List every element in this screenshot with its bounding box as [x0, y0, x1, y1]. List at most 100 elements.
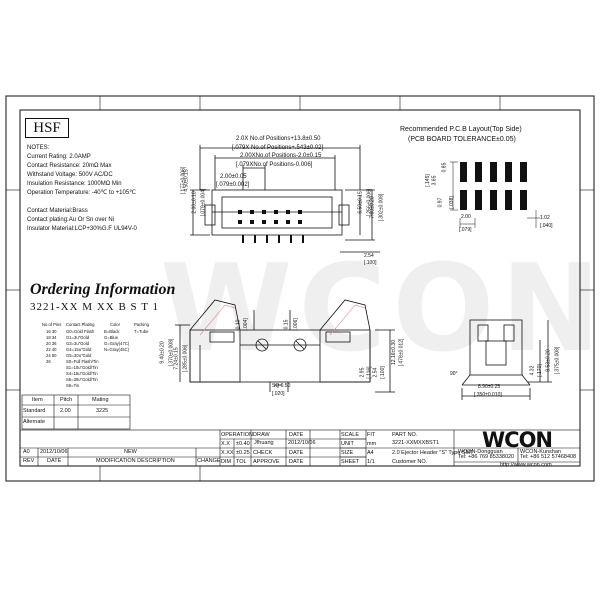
date-header: DATE: [47, 458, 62, 464]
plating-option: G3=3u"Gold: [66, 341, 90, 346]
dongguan-info: WCON-Dongguan: [458, 449, 503, 455]
mating-header: Mating: [92, 397, 109, 403]
scale-label: SCALE: [341, 432, 360, 438]
pcb-layout-title: Recommended P.C.B Layout(Top Side): [400, 126, 522, 133]
size-label: SIZE: [341, 450, 354, 456]
end-dim: 8.90±0.25: [478, 384, 501, 390]
change-header: CHANGE: [197, 458, 221, 464]
end-dim: [.375±0.008]: [554, 346, 561, 375]
dim-total-width-inch: [.302±0.008]: [378, 193, 385, 222]
color-option: G=Gray(47C): [104, 341, 130, 346]
dim-total-width: 7.60±0.20: [369, 196, 376, 219]
side-dim: 9.40±0.20: [159, 341, 166, 364]
dim-overall-length-inch: [.079X No.of Positions+.543±0.02]: [232, 145, 324, 151]
plating-option: G4=15u"Gold: [66, 347, 92, 352]
sheet-value: 1/1: [367, 459, 375, 465]
drawn-by: Jfhuang: [254, 440, 274, 446]
unit-value: mm: [367, 441, 377, 447]
kunshan-info: WCON-Kunshan: [520, 449, 561, 455]
pcb-tolerance: (PCB BOARD TOLERANCE±0.05): [408, 136, 516, 143]
pitch-value: 2.00: [60, 408, 71, 414]
title-value: 2.0 Ejector Header "S" Type SMT: [392, 450, 474, 456]
end-dim: [.170]: [536, 364, 543, 377]
side-dim: 0.15: [283, 319, 290, 330]
notes-line: Operation Temperature: -40℃ to +105℃: [27, 190, 136, 196]
customer-no-label: Customer NO.: [392, 459, 428, 465]
packing-option: T=Tube: [134, 329, 149, 334]
pcb-dim: [.079]: [459, 227, 472, 233]
dim-pitch-inch: [.079±0.002]: [216, 182, 250, 188]
plating-label: Contact Plating: [66, 322, 95, 327]
notes-line: Current Rating: 2.0AMP: [27, 154, 91, 160]
side-dim: 12.16±0.30: [391, 340, 397, 365]
pin-option: 18 34: [46, 335, 57, 340]
tol-dim: DIM: [221, 459, 232, 465]
pin-option: 24 50: [46, 353, 57, 358]
plating-option: G0=Gold Flash: [66, 329, 95, 334]
side-dim: [.006]: [292, 318, 299, 331]
operation-label: OPERATION: [221, 432, 253, 438]
pcb-dim: 2.00: [461, 214, 471, 220]
side-dim: [.004]: [242, 318, 249, 331]
notes-line: NOTES:: [27, 145, 50, 151]
dim-pitch: 2.00±0.05: [220, 174, 247, 180]
pcb-dim: 0.85: [441, 162, 448, 173]
plating-option: S4=15u"Gold/Tin: [66, 371, 98, 376]
dim-body-width: 6.50±0.15: [357, 191, 364, 214]
unit-label: UNIT: [341, 441, 354, 447]
notes-line: Insulation Resistance: 1000MΩ Min: [27, 181, 122, 187]
rev-date: 2012/10/06: [40, 449, 68, 455]
tol-xxx: X.XX: [221, 450, 234, 456]
pcb-dim: [.038]: [448, 196, 455, 209]
pcb-dim: 0.97: [437, 197, 444, 208]
rev-value: A0: [23, 449, 30, 455]
dongguan-info: Tel: +86 769 85338020: [458, 454, 515, 460]
dim-row-length-inch: [.079XNo.of Positions-0.006]: [236, 162, 313, 168]
pin-option: 16 30: [46, 329, 57, 334]
side-dim: [.478±0.012]: [398, 338, 405, 367]
tol-xxx-val: ±0.25: [236, 450, 250, 456]
notes-line: Contact Material:Brass: [27, 208, 88, 214]
side-dim: 7.24±0.15: [173, 347, 180, 370]
sheet-label: SHEET: [341, 459, 360, 465]
plating-option: G5=30u"Gold: [66, 353, 92, 358]
pcb-dim: [.145]: [424, 174, 431, 187]
pin-option: 20 36: [46, 341, 57, 346]
dim-2.54: 2.54: [364, 253, 374, 259]
pcb-dim: [.040]: [540, 223, 553, 229]
dim-row-length: 2.00XNo.of Positions-2.0±0.15: [240, 153, 322, 159]
plating-option: S0=Full Flash/Tin: [66, 359, 99, 364]
pcb-dim: 1.02: [540, 215, 550, 221]
side-dim: 0.10: [235, 319, 242, 330]
pcb-dim: 3.65: [431, 175, 438, 186]
notes-line: Insulator Material:LCP+30%G.F UL94V-0: [27, 226, 137, 232]
tol-xx-val: ±0.40: [236, 441, 250, 447]
pitch-header: Pitch: [60, 397, 73, 403]
plating-option: G1=3u"Gold: [66, 335, 90, 340]
color-option: B=Black: [104, 329, 120, 334]
color-option: G=Blue: [104, 335, 119, 340]
kunshan-info: Tel: +86 512 57468408: [520, 454, 577, 460]
draw-label: DRAW: [253, 432, 270, 438]
tol-tol: TOL: [236, 459, 247, 465]
part-no-label: PART NO.: [392, 432, 418, 438]
notes-line: Contact plating:Au Or Sn over Ni: [27, 217, 115, 223]
item-alternate: Alternate: [23, 419, 46, 425]
ordering-title: Ordering Information: [30, 281, 176, 298]
scale-value: FIT: [367, 432, 376, 438]
pin-option: 26: [46, 359, 51, 364]
side-dim: 2.54: [372, 367, 379, 378]
item-standard: Standard: [23, 408, 46, 414]
side-dim: 2.95: [359, 367, 366, 378]
date-label: DATE: [289, 459, 304, 465]
rev-header: REV: [23, 458, 35, 464]
plating-option: S5=30u"Gold/Tin: [66, 377, 98, 382]
check-label: CHECK: [253, 450, 273, 456]
dim-row-pitch-inch: [.079±0.004]: [200, 188, 207, 217]
end-dim: 90°: [450, 371, 458, 377]
item-header: Item: [32, 397, 43, 403]
side-dim: [.020]: [272, 391, 285, 397]
side-dim: [.285±0.006]: [182, 344, 189, 373]
rev-description: NEW: [124, 449, 137, 455]
